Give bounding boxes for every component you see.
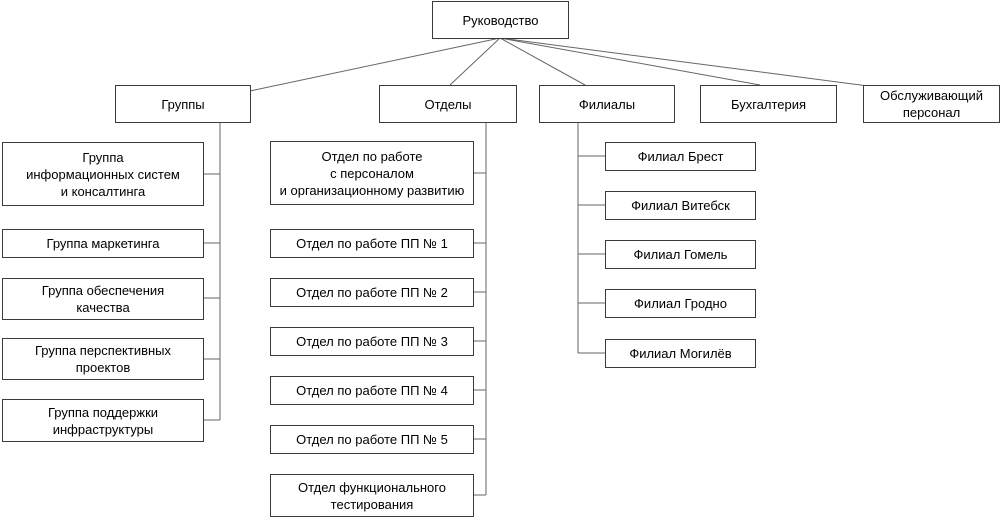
group-item-2: Группа маркетинга bbox=[2, 229, 204, 258]
node-groups: Группы bbox=[115, 85, 251, 123]
department-item-4: Отдел по работе ПП № 3 bbox=[270, 327, 474, 356]
branch-item-1: Филиал Брест bbox=[605, 142, 756, 171]
connector-root-departments bbox=[449, 37, 501, 86]
branch-item-5: Филиал Могилёв bbox=[605, 339, 756, 368]
branch-item-3: Филиал Гомель bbox=[605, 240, 756, 269]
branch-item-2: Филиал Витебск bbox=[605, 191, 756, 220]
node-accounting: Бухгалтерия bbox=[700, 85, 837, 123]
group-item-3: Группа обеспечения качества bbox=[2, 278, 204, 320]
node-service-staff: Обслуживающий персонал bbox=[863, 85, 1000, 123]
connector-root-groups bbox=[249, 37, 501, 92]
department-item-6: Отдел по работе ПП № 5 bbox=[270, 425, 474, 454]
connector-root-accounting bbox=[499, 37, 761, 86]
department-item-2: Отдел по работе ПП № 1 bbox=[270, 229, 474, 258]
department-item-3: Отдел по работе ПП № 2 bbox=[270, 278, 474, 307]
connector-root-branches bbox=[499, 37, 586, 86]
branch-item-4: Филиал Гродно bbox=[605, 289, 756, 318]
node-departments: Отделы bbox=[379, 85, 517, 123]
department-item-1: Отдел по работе с персоналом и организац… bbox=[270, 141, 474, 205]
department-item-7: Отдел функционального тестирования bbox=[270, 474, 474, 517]
node-branches: Филиалы bbox=[539, 85, 675, 123]
connector-root-service-staff bbox=[499, 37, 869, 87]
group-item-4: Группа перспективных проектов bbox=[2, 338, 204, 380]
group-item-1: Группа информационных систем и консалтин… bbox=[2, 142, 204, 206]
group-item-5: Группа поддержки инфраструктуры bbox=[2, 399, 204, 442]
department-item-5: Отдел по работе ПП № 4 bbox=[270, 376, 474, 405]
root-node: Руководство bbox=[432, 1, 569, 39]
